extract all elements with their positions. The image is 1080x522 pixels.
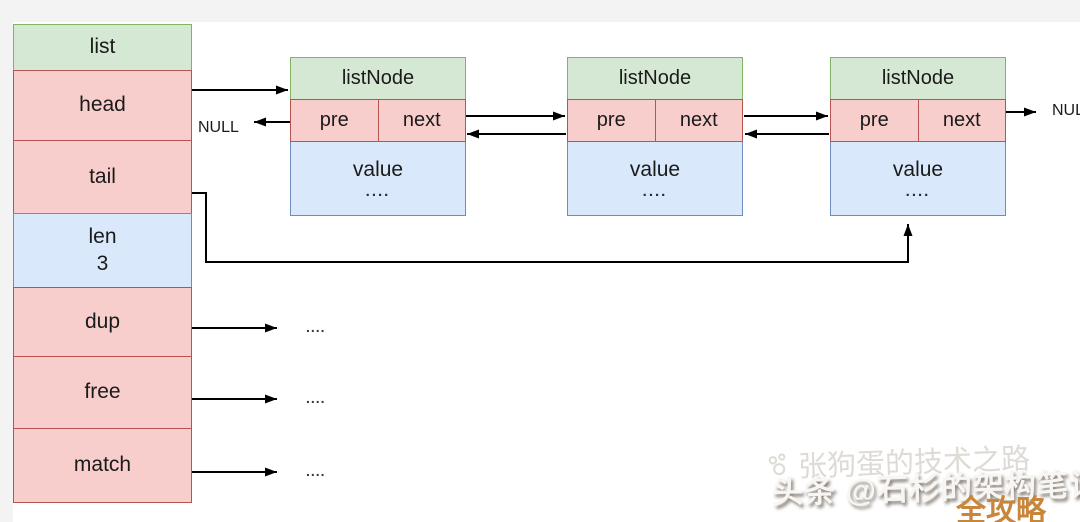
listnode-3-title: listNode	[830, 57, 1006, 100]
watermark-accent-text: 全攻略	[956, 495, 1046, 522]
listnode-3-value-cell: value ....	[830, 141, 1006, 216]
null-label-right: NULL	[1052, 102, 1080, 119]
listnode-1-title: listNode	[290, 57, 466, 100]
tail-label: tail	[89, 164, 116, 188]
listnode-1-pre-cell: pre	[290, 99, 379, 142]
list-struct-table: list head tail len 3 dup free match	[13, 24, 192, 503]
list-cell-head: head	[13, 70, 192, 141]
listnode-2-next-cell: next	[654, 99, 743, 142]
listnode-3-value-dots: ....	[905, 182, 931, 200]
list-cell-match: match	[13, 428, 192, 503]
listnode-3-next-cell: next	[917, 99, 1006, 142]
list-title-cell: list	[13, 24, 192, 71]
listnode-2-value-dots: ....	[642, 182, 668, 200]
listnode-2-pointer-row: pre next	[567, 99, 743, 142]
list-cell-len: len 3	[13, 213, 192, 288]
dup-pointer-dots: ....	[306, 319, 326, 335]
len-value: 3	[96, 251, 109, 275]
len-label: len	[88, 225, 117, 249]
listnode-1-value-cell: value ....	[290, 141, 466, 216]
listnode-1-next-cell: next	[377, 99, 466, 142]
listnode-1-value-dots: ....	[365, 182, 391, 200]
listnode-2-value-cell: value ....	[567, 141, 743, 216]
listnode-1-pointer-row: pre next	[290, 99, 466, 142]
listnode-3-pointer-row: pre next	[830, 99, 1006, 142]
watermark-logo-icon	[768, 453, 786, 476]
list-cell-dup: dup	[13, 287, 192, 357]
list-cell-tail: tail	[13, 140, 192, 214]
match-pointer-dots: ....	[306, 463, 326, 479]
listnode-box-1: listNode pre next value ....	[290, 57, 466, 216]
listnode-box-3: listNode pre next value ....	[830, 57, 1006, 216]
listnode-3-pre-cell: pre	[830, 99, 919, 142]
listnode-2-value-label: value	[629, 157, 681, 181]
listnode-box-2: listNode pre next value ....	[567, 57, 743, 216]
page-background-left-band	[0, 0, 13, 522]
listnode-3-value-label: value	[892, 157, 944, 181]
watermark-faint-line: 张狗蛋的技术之路	[765, 435, 1031, 486]
listnode-1-value-label: value	[352, 157, 404, 181]
head-label: head	[79, 93, 126, 117]
free-pointer-dots: ....	[306, 390, 326, 406]
listnode-2-title: listNode	[567, 57, 743, 100]
listnode-2-pre-cell: pre	[567, 99, 656, 142]
page-background-top-band	[0, 0, 1080, 22]
match-label: match	[73, 453, 132, 477]
free-label: free	[84, 380, 121, 404]
list-cell-free: free	[13, 356, 192, 429]
null-label-left: NULL	[198, 119, 239, 136]
dup-label: dup	[84, 309, 121, 333]
list-title-label: list	[89, 35, 116, 59]
